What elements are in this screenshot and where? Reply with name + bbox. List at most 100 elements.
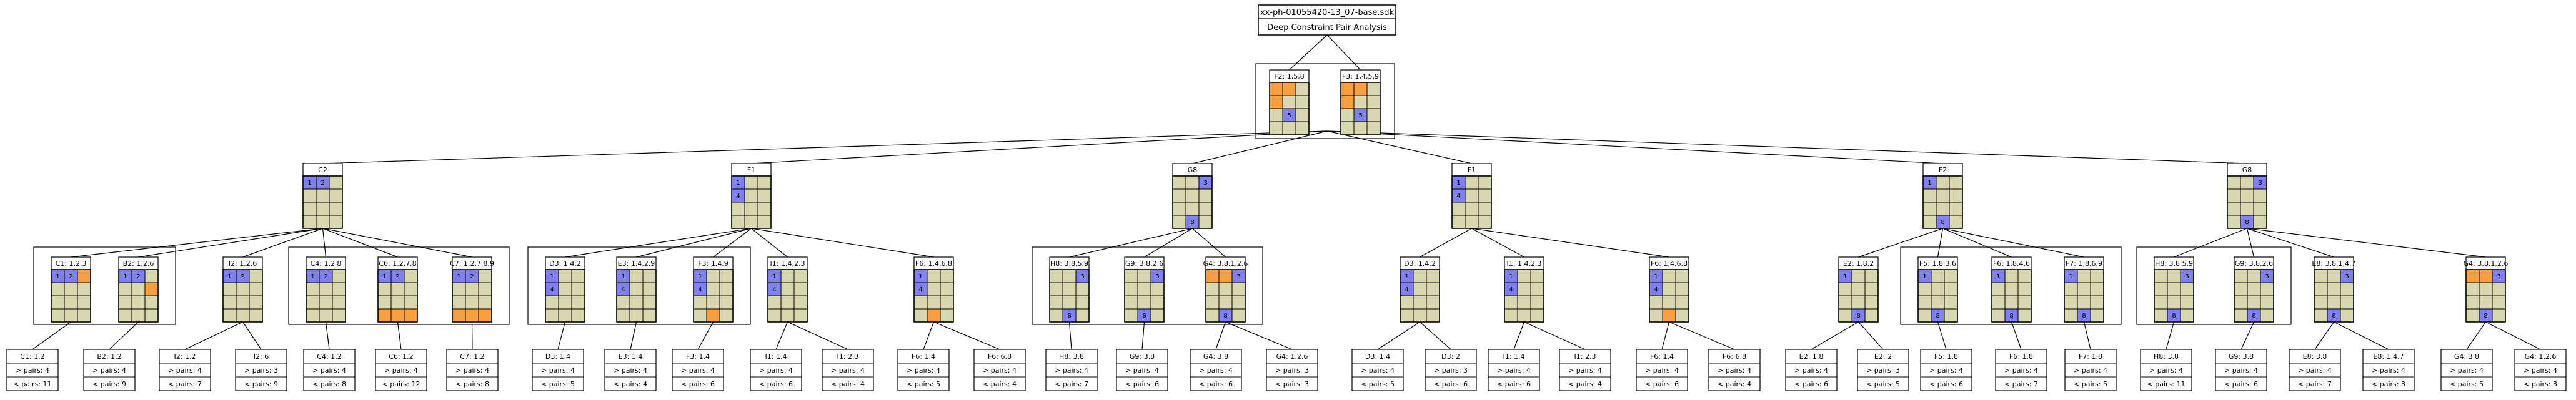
grid-cell (1851, 282, 1866, 296)
grid-cell (2247, 282, 2261, 296)
grid-cell (1062, 269, 1077, 283)
leaf-less-pairs: < pairs: 7 (1055, 380, 1088, 388)
grid-cell (571, 282, 585, 296)
leaf-box (159, 349, 211, 391)
grid-cell (452, 308, 466, 323)
leaf-box (1636, 349, 1688, 391)
leaf-greater-pairs: > pairs: 4 (384, 366, 418, 374)
leaf-greater-pairs: > pairs: 4 (541, 366, 575, 374)
grid-cell (2227, 188, 2241, 203)
leaf-less-pairs: < pairs: 5 (541, 380, 575, 388)
grid-cell (558, 269, 572, 283)
grid-cell (51, 282, 65, 296)
grid-cell (1949, 175, 1963, 190)
grid-cell (1075, 282, 1090, 296)
leaf-title: E2: 1,8 (1799, 353, 1824, 361)
grid-cell (1049, 295, 1063, 310)
grid-cell (302, 202, 317, 216)
grid-cell (1231, 295, 1246, 310)
leaf-title: F6: 1,4 (912, 353, 935, 361)
grid-cell (1231, 308, 1246, 323)
level3-node: I1: 1,4,2,314 (767, 256, 808, 323)
leaf-title: F3: 1,4 (686, 353, 710, 361)
leaf-title: E8: 1,4,7 (2373, 353, 2404, 361)
grid-cell (2077, 295, 2091, 310)
cell-digit: 3 (1203, 180, 1207, 187)
grid-cell (51, 295, 65, 310)
grid-cell (1137, 295, 1151, 310)
leaf-greater-pairs: > pairs: 3 (1434, 366, 1468, 374)
grid-cell (2090, 282, 2104, 296)
node-label: F2: 1,5,8 (1274, 72, 1305, 80)
grid-cell (744, 175, 758, 190)
grid-cell (1295, 82, 1310, 96)
grid-cell (1172, 175, 1186, 190)
leaf-greater-pairs: > pairs: 4 (2298, 366, 2332, 374)
node-label: G8 (1188, 166, 1198, 174)
grid-cell (332, 308, 346, 323)
grid-cell (1413, 308, 1427, 323)
grid-outline (2234, 269, 2274, 323)
grid-cell (1662, 269, 1676, 283)
leaf-less-pairs: < pairs: 6 (1497, 380, 1531, 388)
grid-cell (1413, 295, 1427, 310)
grid-cell (1269, 95, 1283, 109)
grid-cell (1649, 308, 1663, 323)
grid-cell (390, 282, 405, 296)
grid-cell (629, 308, 644, 323)
cell-digit: 3 (2185, 273, 2189, 280)
leaf-box (1920, 349, 1972, 391)
grid-cell (332, 269, 346, 283)
tree-edge (1289, 34, 1328, 71)
grid-cell (1838, 308, 1852, 323)
grid-cell (77, 308, 91, 323)
cell-digit: 4 (1509, 286, 1513, 293)
grid-cell (1400, 295, 1414, 310)
grid-cell (2234, 295, 2248, 310)
cell-digit: 8 (1223, 313, 1227, 320)
cell-digit: 3 (2497, 273, 2500, 280)
leaf-node: C1: 1,2> pairs: 4< pairs: 11 (6, 349, 59, 391)
leaf-title: E8: 3,8 (2303, 353, 2327, 361)
tree-edge (1858, 228, 1943, 258)
leaf-node: E2: 1,8> pairs: 4< pairs: 6 (1785, 349, 1838, 391)
node-label: F7: 1,8,6,9 (2066, 260, 2102, 268)
grid-cell (780, 282, 795, 296)
tree-edge (775, 321, 788, 350)
leaf-node: G9: 3,8> pairs: 4< pairs: 6 (1116, 349, 1168, 391)
grid-cell (1530, 295, 1544, 310)
leaf-box (375, 349, 427, 391)
grid-cell (2227, 202, 2241, 216)
cell-digit: 4 (1456, 193, 1460, 200)
leaf-box (822, 349, 874, 391)
node-label: F5: 1,8,3,6 (1919, 260, 1956, 268)
grid-cell (1269, 82, 1283, 96)
grid-cell (2327, 295, 2341, 310)
grid-cell (404, 282, 418, 296)
leaf-node: G4: 1,2,6> pairs: 3< pairs: 3 (1266, 349, 1318, 391)
grid-cell (332, 295, 346, 310)
cell-digit: 1 (457, 273, 460, 280)
grid-cell (1936, 175, 1950, 190)
grid-cell (478, 308, 492, 323)
grid-cell (2465, 282, 2480, 296)
grid-cell (2479, 282, 2493, 296)
grid-cell (2064, 308, 2078, 323)
grid-cell (1504, 308, 1518, 323)
grid-cell (1851, 295, 1866, 310)
level3-group-frame (2136, 246, 2292, 325)
leaf-greater-pairs: > pairs: 4 (983, 366, 1017, 374)
cell-digit: 1 (621, 273, 625, 280)
cell-digit: 8 (2245, 219, 2249, 226)
grid-cell (793, 269, 808, 283)
leaf-title: G4: 1,2,6 (1276, 353, 1308, 361)
grid-cell (2253, 188, 2267, 203)
grid-cell (1991, 295, 2006, 310)
leaf-node: E8: 3,8> pairs: 4< pairs: 7 (2289, 349, 2341, 391)
cell-digit: 1 (307, 180, 311, 187)
grid-cell (1185, 188, 1200, 203)
leaf-box (2514, 349, 2567, 391)
